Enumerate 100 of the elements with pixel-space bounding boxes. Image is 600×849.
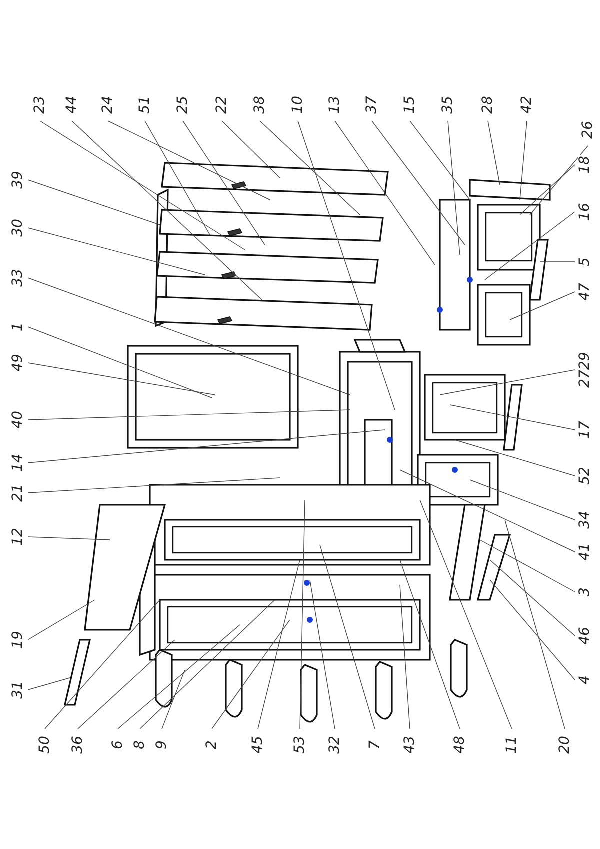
leader-line <box>212 620 290 730</box>
callout-number: 35 <box>441 95 455 115</box>
leader-line <box>448 120 460 256</box>
leader-line <box>334 120 436 266</box>
callout-number: 45 <box>251 735 265 755</box>
callout-number: 10 <box>291 95 305 115</box>
callout-number: 21 <box>11 483 25 503</box>
leader-line <box>28 536 110 540</box>
leader-line <box>28 410 350 420</box>
leader-line <box>28 678 70 690</box>
callout-number: 2729 <box>578 351 592 389</box>
leader-line <box>454 440 576 476</box>
leader-line <box>490 580 576 680</box>
leader-line <box>28 362 216 396</box>
callout-number: 26 <box>581 120 595 140</box>
callout-number: 42 <box>520 95 534 115</box>
callout-number: 51 <box>138 95 152 115</box>
callout-number: 31 <box>11 680 25 700</box>
callout-number: 25 <box>176 95 190 115</box>
callout-number: 9 <box>155 740 169 750</box>
callout-number: 30 <box>11 218 25 238</box>
callout-number: 53 <box>293 735 307 755</box>
leader-line <box>410 120 470 200</box>
callout-number: 19 <box>11 630 25 650</box>
callout-number: 7 <box>368 740 382 750</box>
leader-line <box>298 120 396 410</box>
callout-number: 5 <box>578 256 592 268</box>
leader-line <box>28 600 96 640</box>
callout-number: 39 <box>11 170 25 190</box>
leader-line <box>300 500 306 730</box>
callout-number: 48 <box>453 735 467 755</box>
leader-line <box>488 120 500 186</box>
callout-number: 43 <box>403 735 417 755</box>
callout-number: 20 <box>558 735 572 755</box>
callout-number: 38 <box>253 95 267 115</box>
callout-number: 17 <box>578 420 592 440</box>
callout-number: 46 <box>578 626 592 646</box>
leader-line <box>530 146 588 216</box>
leader-line <box>520 120 528 200</box>
leader-line <box>504 520 566 730</box>
leader-line <box>28 478 280 494</box>
callout-number: 37 <box>365 95 379 115</box>
callout-number: 8 <box>133 740 147 750</box>
leader-line <box>480 540 576 592</box>
leader-line <box>144 120 210 236</box>
leader-line <box>72 120 262 300</box>
callout-number: 50 <box>38 735 52 755</box>
callout-number: 4 <box>578 674 592 686</box>
callout-number: 40 <box>11 410 25 430</box>
callout-number: 16 <box>578 202 592 222</box>
callout-number: 28 <box>481 95 495 115</box>
leader-line <box>28 228 206 276</box>
leader-line <box>320 544 376 730</box>
leader-line <box>400 470 576 552</box>
callout-number: 41 <box>578 542 592 562</box>
leader-line <box>40 120 246 250</box>
leader-line <box>510 292 576 320</box>
leader-line <box>118 624 240 730</box>
leader-line <box>484 212 576 280</box>
leader-line <box>28 326 212 398</box>
leader-line <box>28 430 386 464</box>
callout-number: 1 <box>11 322 25 332</box>
leader-line <box>28 278 350 396</box>
callout-number: 34 <box>578 510 592 530</box>
callout-number: 44 <box>65 95 79 115</box>
leader-line <box>258 560 300 730</box>
leader-line <box>310 580 336 730</box>
callout-number: 15 <box>403 95 417 115</box>
leader-line <box>490 560 576 636</box>
callout-number: 18 <box>578 155 592 175</box>
callout-number: 49 <box>11 353 25 373</box>
callout-number: 36 <box>71 735 85 755</box>
leader-line <box>140 600 276 730</box>
callout-number: 13 <box>328 95 342 115</box>
callout-number: 32 <box>328 735 342 755</box>
leader-line <box>400 560 460 730</box>
leader-line <box>182 120 266 246</box>
leader-line <box>372 120 466 246</box>
callout-number: 12 <box>11 527 25 547</box>
leader-line <box>108 120 270 200</box>
leader-line <box>520 164 576 216</box>
callout-number: 2 <box>205 740 219 750</box>
leader-line <box>28 180 160 226</box>
leader-line <box>162 670 186 730</box>
callout-number: 14 <box>11 453 25 473</box>
callout-number: 11 <box>505 735 519 755</box>
leader-line <box>260 120 360 216</box>
callout-number: 3 <box>578 586 592 598</box>
callout-number: 33 <box>11 268 25 288</box>
leader-line <box>450 404 576 430</box>
leader-line <box>44 600 160 730</box>
leader-line <box>222 120 280 178</box>
leader-line <box>400 584 410 730</box>
callout-number: 6 <box>111 740 125 750</box>
leader-line <box>78 640 176 730</box>
callout-number: 47 <box>578 282 592 302</box>
leader-line <box>470 480 576 520</box>
callout-number: 24 <box>101 95 115 115</box>
leader-line <box>440 370 576 396</box>
callout-number: 23 <box>33 95 47 115</box>
